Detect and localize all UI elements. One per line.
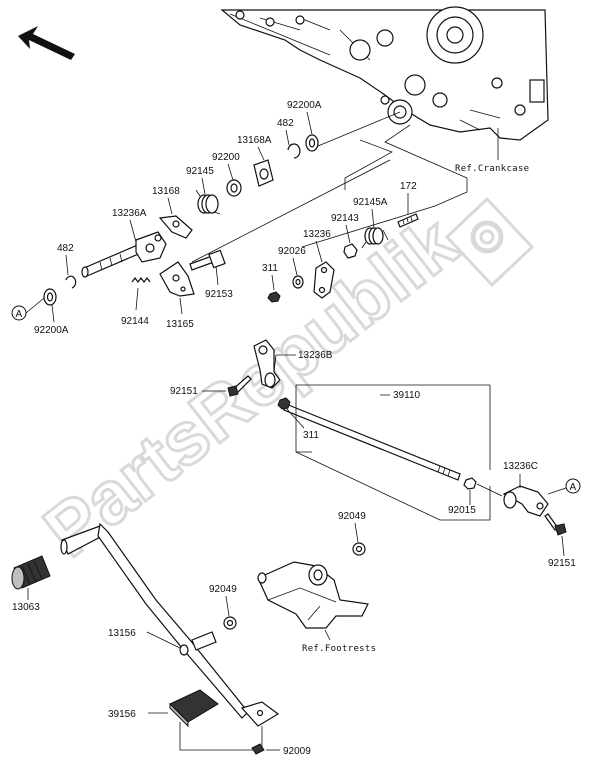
label-311-mid: 311 <box>303 430 319 441</box>
spring-92145 <box>195 189 221 215</box>
nut-92015 <box>463 477 477 490</box>
label-482-left: 482 <box>57 243 74 254</box>
bolt-92151-right <box>544 513 567 536</box>
plate-13165 <box>159 261 195 297</box>
circlip-482-top <box>287 143 301 159</box>
pin-172 <box>397 213 419 228</box>
watermark-text: PartsRepublik <box>29 200 473 572</box>
label-13236B: 13236B <box>298 350 333 361</box>
shift-shaft-13236A <box>81 231 167 278</box>
label-92200A-left: 92200A <box>34 325 69 336</box>
ref-footrests-label: Ref.Footrests <box>302 644 376 654</box>
label-39110: 39110 <box>393 390 421 401</box>
nut-311-top <box>267 291 281 303</box>
label-92151-right: 92151 <box>548 558 576 569</box>
screw-92009 <box>251 743 265 755</box>
crankcase <box>220 6 549 141</box>
nut-92143 <box>343 243 358 259</box>
label-92153: 92153 <box>205 289 233 300</box>
spring-92145A <box>361 227 389 249</box>
label-92200A-top: 92200A <box>287 100 322 111</box>
label-92026: 92026 <box>278 246 306 257</box>
bolt-92153 <box>189 249 226 271</box>
footrest-bracket <box>257 561 369 629</box>
label-92143: 92143 <box>331 213 359 224</box>
label-13236C: 13236C <box>503 461 538 472</box>
label-13165: 13165 <box>166 319 194 330</box>
label-311-top: 311 <box>262 263 278 274</box>
callout-a-left-text: A <box>16 309 23 320</box>
lever-13236B <box>253 339 281 389</box>
arrow-up-left-icon <box>18 26 75 60</box>
gear-icon <box>444 196 535 288</box>
nut-311-mid <box>277 397 291 410</box>
label-13236: 13236 <box>303 229 331 240</box>
label-13168A: 13168A <box>237 135 272 146</box>
label-39156: 39156 <box>108 709 136 720</box>
circlip-482-left <box>65 275 77 289</box>
pedal-pad-39156 <box>169 689 280 728</box>
spring-holder-13168A <box>253 159 274 187</box>
pedal-rubber-13063 <box>11 555 51 590</box>
label-13063: 13063 <box>12 602 40 613</box>
label-92049-mid: 92049 <box>209 584 237 595</box>
label-172: 172 <box>400 181 417 192</box>
label-92009: 92009 <box>283 746 311 757</box>
label-13156: 13156 <box>108 628 136 639</box>
pedal-lever-13156 <box>60 522 249 719</box>
spring-92144 <box>131 277 151 283</box>
label-92151-left: 92151 <box>170 386 198 397</box>
label-92145: 92145 <box>186 166 214 177</box>
label-13236A: 13236A <box>112 208 147 219</box>
label-13168: 13168 <box>152 186 180 197</box>
lever-13236 <box>313 261 335 299</box>
lever-13236C <box>502 485 549 517</box>
label-92049-top: 92049 <box>338 511 366 522</box>
callout-a-left: A <box>11 305 27 321</box>
ref-crankcase-label: Ref.Crankcase <box>455 164 529 174</box>
callout-a-right: A <box>565 478 581 494</box>
label-92144: 92144 <box>121 316 149 327</box>
label-482-top: 482 <box>277 118 294 129</box>
label-92200: 92200 <box>212 152 240 163</box>
callout-a-right-text: A <box>570 482 577 493</box>
label-92145A: 92145A <box>353 197 388 208</box>
bolt-92151-left <box>227 375 252 397</box>
tie-rod-39110 <box>283 403 461 481</box>
label-92015: 92015 <box>448 505 476 516</box>
